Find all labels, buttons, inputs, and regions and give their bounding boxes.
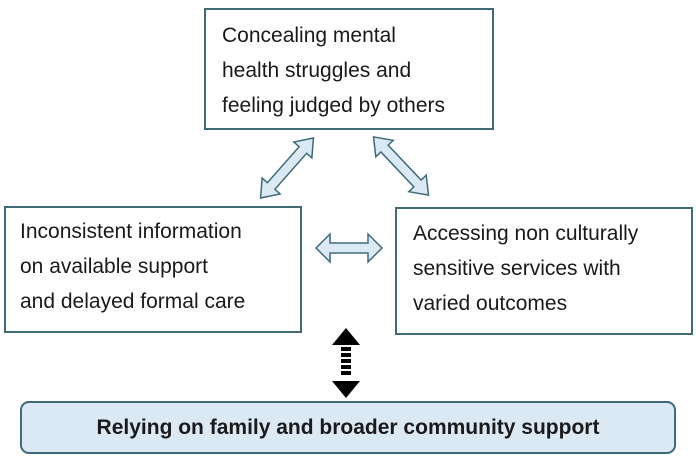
arrow-top-left [259,137,315,199]
arrow-vertical-dashed [332,328,360,398]
node-left-line-3: and delayed formal care [20,290,246,313]
node-left-line-2: on available support [20,255,208,278]
node-concealing-mental-health: Concealing mental health struggles and f… [204,8,494,130]
node-right-line-1: Accessing non culturally [413,222,639,245]
arrow-left-right [314,232,384,264]
node-bottom-label: Relying on family and broader community … [96,415,600,439]
node-top-line-2: health struggles and [222,59,412,82]
node-family-community-support: Relying on family and broader community … [20,401,676,454]
node-left-line-1: Inconsistent information [20,220,242,243]
node-top-line-3: feeling judged by others [222,94,445,117]
arrow-top-right [372,136,430,196]
node-right-line-2: sensitive services with [413,257,621,280]
node-top-line-1: Concealing mental [222,24,396,47]
node-right-line-3: varied outcomes [413,292,568,315]
node-non-culturally-sensitive-services: Accessing non culturally sensitive servi… [395,207,693,335]
node-inconsistent-information: Inconsistent information on available su… [4,206,302,333]
